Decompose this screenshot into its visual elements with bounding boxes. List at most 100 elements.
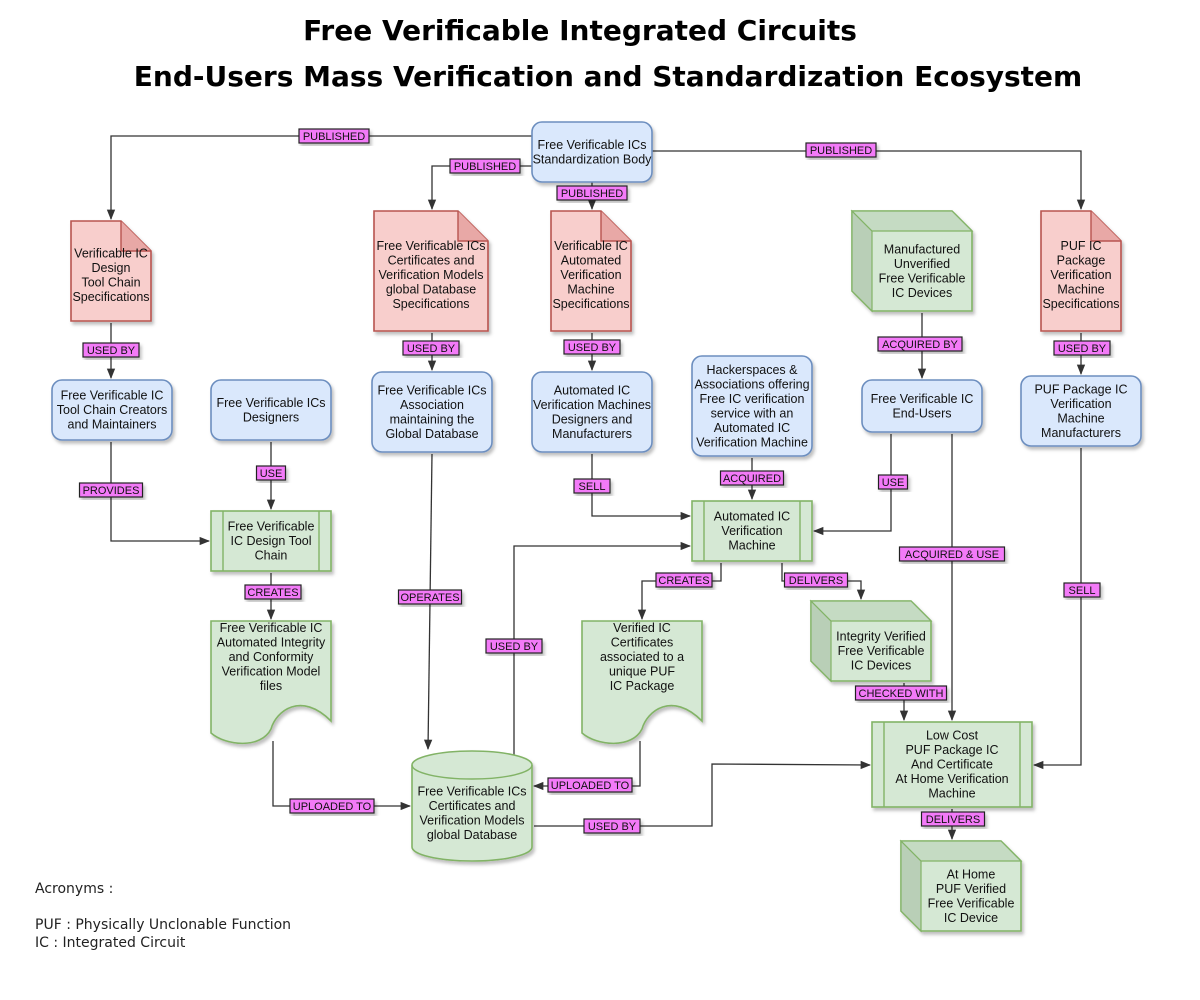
node-auto-machine-spec: Verificable ICAutomatedVerificationMachi… [550, 210, 632, 332]
edge-label-used-by-machine-spec: USED BY [563, 339, 621, 355]
labels-layer: PUBLISHEDPUBLISHEDPUBLISHEDPUBLISHEDUSED… [78, 128, 1111, 834]
edge-label-text: CHECKED WITH [859, 688, 944, 700]
node-text-line: Verification Models [420, 813, 525, 827]
edge-label-text: USED BY [1058, 343, 1107, 355]
node-text-line: and Conformity [229, 650, 315, 664]
node-text-line: PUF Package IC [905, 743, 998, 757]
edge-end-users-to-machine [812, 434, 892, 536]
node-text-line: Verification Machine [696, 435, 808, 449]
node-text-line: Free Verificable [228, 520, 315, 534]
node-puf-machine-spec: PUF ICPackageVerificationMachineSpecific… [1040, 210, 1122, 332]
node-text-line: Low Cost [926, 729, 979, 743]
edge-label-sell-puf: SELL [1063, 582, 1101, 598]
edge-label-text: CREATES [247, 587, 298, 599]
node-text-line: Package [1057, 254, 1106, 268]
node-text-line: Integrity Verified [836, 630, 926, 644]
node-text-line: IC Package [610, 679, 675, 693]
node-text-line: Design [92, 261, 131, 275]
node-text-line: global Database [386, 283, 476, 297]
node-text-line: Free IC verification [700, 392, 805, 406]
edge-label-text: UPLOADED TO [293, 801, 372, 813]
edge-puf-manufacturers-to-home-machine [1032, 448, 1082, 770]
edge-label-uploaded-to-models: UPLOADED TO [289, 798, 375, 814]
node-text-line: maintaining the [390, 412, 475, 426]
edge-label-text: PROVIDES [83, 485, 140, 497]
edge-global-db-to-home-machine [534, 760, 872, 827]
edge-label-used-by-db-spec: USED BY [402, 340, 460, 356]
node-text-line: Specifications [392, 297, 469, 311]
edge-label-published-right: PUBLISHED [805, 142, 877, 158]
node-association: Free Verificable ICsAssociationmaintaini… [371, 371, 493, 453]
edge-label-checked-with: CHECKED WITH [854, 685, 948, 701]
node-text-line: Machine [728, 539, 775, 553]
node-text-line: Free Verificable ICs [377, 383, 486, 397]
node-text-line: Verification Machines [533, 398, 651, 412]
node-text-line: Automated Integrity [217, 636, 326, 650]
node-text-line: Free Verificable IC [61, 389, 164, 403]
edge-label-use-designers: USE [255, 465, 287, 481]
acronyms-heading: Acronyms : [35, 881, 114, 897]
edge-label-text: USE [882, 477, 905, 489]
node-text-line: Designers and [552, 412, 633, 426]
edge-label-creates-toolchain: CREATES [244, 584, 302, 600]
node-text-line: Specifications [1042, 297, 1119, 311]
node-text-line: Associations offering [694, 377, 809, 391]
edge-label-creates-machine: CREATES [655, 572, 713, 588]
node-text-line: PUF Verified [936, 882, 1006, 896]
edge-label-acquired-and-use: ACQUIRED & USE [898, 546, 1006, 562]
edge-global-db-to-machine [513, 541, 692, 756]
node-text-line: IC Design Tool [230, 534, 311, 548]
node-text-line: Manufactured [884, 242, 960, 256]
edge-label-text: CREATES [658, 575, 709, 587]
node-text-line: Association [400, 398, 464, 412]
node-text-line: Free Verificable IC [871, 392, 974, 406]
edge-label-used-by-puf-spec: USED BY [1053, 340, 1111, 356]
diagram-title-line2: End-Users Mass Verification and Standard… [133, 60, 1083, 93]
edge-label-text: SELL [1069, 585, 1096, 597]
node-text-line: At Home [947, 867, 996, 881]
node-text-line: Free Verificable ICs [376, 239, 485, 253]
node-text-line: and Maintainers [68, 418, 157, 432]
node-text-line: Verification [1050, 397, 1111, 411]
node-text-line: IC Device [944, 911, 998, 925]
node-text-line: Verification [1050, 268, 1111, 282]
node-text-line: service with an [711, 406, 794, 420]
edge-label-text: DELIVERS [926, 814, 980, 826]
node-text-line: Unverified [894, 257, 950, 271]
node-text-line: Verified IC [613, 621, 671, 635]
node-text-line: Verification [721, 524, 782, 538]
edge-standardization-to-puf-spec [652, 150, 1086, 211]
edge-label-text: PUBLISHED [810, 145, 872, 157]
edge-label-text: ACQUIRED [723, 473, 781, 485]
node-text-line: Free Verificable [928, 896, 1015, 910]
edge-label-acquired-by: ACQUIRED BY [877, 336, 963, 352]
edge-label-delivers-home: DELIVERS [920, 811, 986, 827]
node-text-line: Verificable IC [74, 246, 148, 260]
edge-label-text: ACQUIRED & USE [905, 549, 999, 561]
edge-label-text: SELL [579, 481, 606, 493]
node-text-line: Automated IC [714, 421, 790, 435]
node-puf-manufacturers: PUF Package ICVerificationMachineManufac… [1020, 375, 1142, 447]
acronym-puf: PUF : Physically Unclonable Function [35, 917, 292, 933]
edge-label-text: PUBLISHED [303, 131, 365, 143]
node-text-line: Verification [560, 268, 621, 282]
node-text-line: Certificates and [388, 254, 475, 268]
edge-manufacturers-to-machine [591, 454, 692, 521]
node-text-line: PUF Package IC [1034, 382, 1127, 396]
node-text-line: Machine [1057, 411, 1104, 425]
edge-label-text: ACQUIRED BY [882, 339, 958, 351]
node-text-line: associated to a [600, 650, 684, 664]
